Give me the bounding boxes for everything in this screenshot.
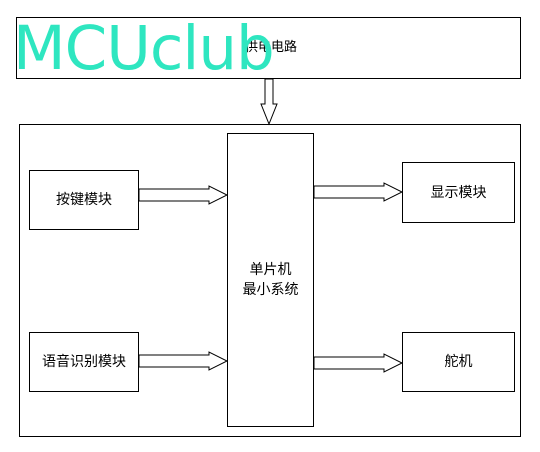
watermark: MCUclub xyxy=(13,13,275,84)
mcu-minimum-system-label: 单片机 最小系统 xyxy=(242,262,299,298)
voice-recognition-label: 语音识别模块 xyxy=(42,354,126,370)
power-supply-label: 供电电路 xyxy=(245,40,298,55)
arrow-mcu-to-servo xyxy=(313,353,404,373)
arrow-power-to-system xyxy=(260,78,278,126)
voice-recognition-block: 语音识别模块 xyxy=(29,332,139,392)
power-supply-block: 供电电路 xyxy=(16,17,521,79)
display-module-label: 显示模块 xyxy=(430,184,487,201)
arrow-voice-to-mcu xyxy=(138,351,229,371)
system-boundary xyxy=(19,124,521,437)
mcu-minimum-system-block: 单片机 最小系统 xyxy=(227,133,314,427)
servo-block: 舵机 xyxy=(402,332,515,392)
key-module-label: 按键模块 xyxy=(56,192,112,208)
display-module-block: 显示模块 xyxy=(402,162,515,223)
key-module-block: 按键模块 xyxy=(29,170,139,230)
arrow-keys-to-mcu xyxy=(138,185,229,205)
arrow-mcu-to-display xyxy=(313,182,404,202)
servo-label: 舵机 xyxy=(444,354,473,370)
